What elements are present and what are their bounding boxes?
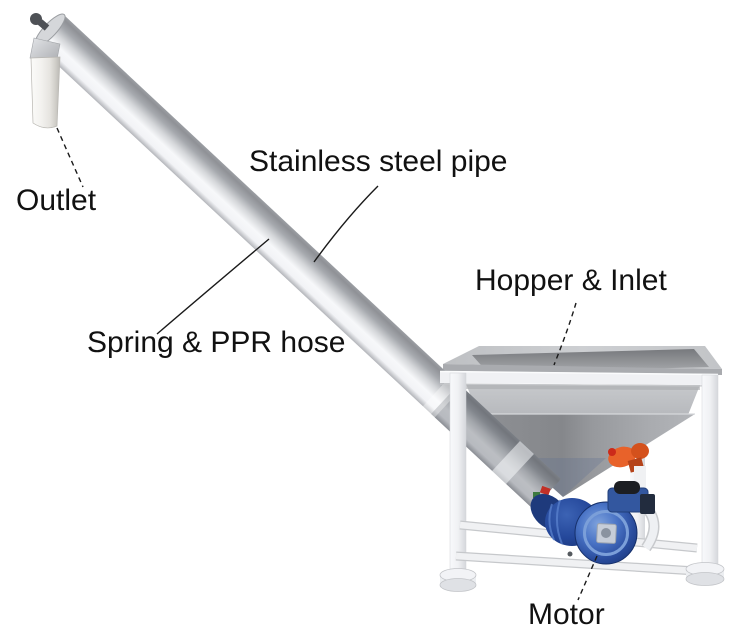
stand-foot-right: [685, 562, 725, 586]
stainless-pipe-leader-line: [313, 185, 379, 263]
stand-right-leg: [701, 374, 719, 570]
motor-capacitor: [614, 481, 640, 494]
hopper-rim-front-edge: [443, 364, 722, 375]
hopper-funnel: [470, 414, 695, 497]
motor: [530, 481, 655, 565]
vibrator: [608, 443, 649, 473]
pipe-coupling-upper: [422, 376, 462, 419]
brace-bolt-icon: [567, 551, 573, 557]
outlet-sleeve: [30, 56, 61, 129]
rail-highlight: [439, 370, 719, 376]
green-fitting-icon: [533, 492, 540, 498]
label-outlet: Outlet: [16, 184, 97, 217]
label-hopper-inlet: Hopper & Inlet: [475, 264, 667, 297]
rail-shade: [439, 383, 719, 387]
hopper-leader-line: [553, 302, 577, 366]
label-motor: Motor: [528, 598, 605, 631]
conveyor-pipe: [30, 13, 561, 510]
pipe-coupling-lower: [492, 440, 534, 485]
stand-front-left-leg: [449, 372, 467, 576]
leader-lines: [56, 127, 598, 601]
vibrator-cap: [608, 448, 616, 456]
spring-hose-leader-line: [156, 238, 270, 335]
stand-foot-left: [439, 568, 477, 592]
hopper-front-wall: [466, 384, 700, 415]
motor-face-ring: [583, 510, 629, 556]
pipe-end-bolt-icon: [30, 13, 42, 25]
motor-ribs: [548, 499, 563, 545]
hopper: [443, 346, 722, 497]
label-stainless-steel-pipe: Stainless steel pipe: [249, 145, 508, 178]
motor-leader-line: [577, 555, 598, 601]
motor-shaft: [601, 528, 611, 538]
vibrator-head: [631, 443, 649, 459]
motor-junction-box: [640, 494, 655, 514]
red-clamp-icon: [539, 485, 551, 496]
outlet-leader-line: [56, 127, 84, 188]
pipe-end-stub: [37, 19, 50, 31]
label-spring-ppr-hose: Spring & PPR hose: [87, 326, 346, 359]
front-brace: [455, 552, 697, 575]
